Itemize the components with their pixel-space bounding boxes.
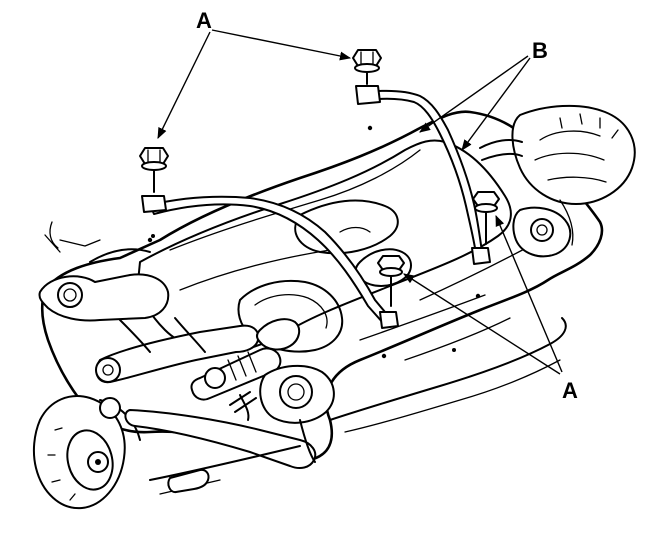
differential	[479, 104, 636, 246]
subframe-body	[40, 110, 604, 463]
callout-label-b: B	[532, 38, 548, 63]
trailing-link	[95, 317, 260, 384]
flange-nut-left	[139, 147, 169, 193]
right-boss	[512, 206, 572, 258]
stiffener-bar-rear	[355, 85, 491, 265]
callout-a-bottom-leaders	[403, 214, 563, 375]
wheel-hub	[32, 395, 141, 510]
drive-shaft	[190, 318, 301, 421]
right-mount	[259, 364, 335, 463]
callout-a-top-leaders	[157, 29, 352, 140]
flange-nut-top	[352, 49, 382, 85]
stiffener-bar-front	[141, 195, 399, 329]
callout-label-a-bottom: A	[562, 378, 578, 403]
callout-b-leaders	[419, 55, 531, 151]
lower-control-arm	[124, 409, 317, 495]
flange-nut-right	[472, 191, 500, 245]
callout-label-a-top: A	[196, 8, 212, 33]
flange-nut-center	[377, 255, 405, 307]
left-control-arm	[38, 221, 170, 322]
